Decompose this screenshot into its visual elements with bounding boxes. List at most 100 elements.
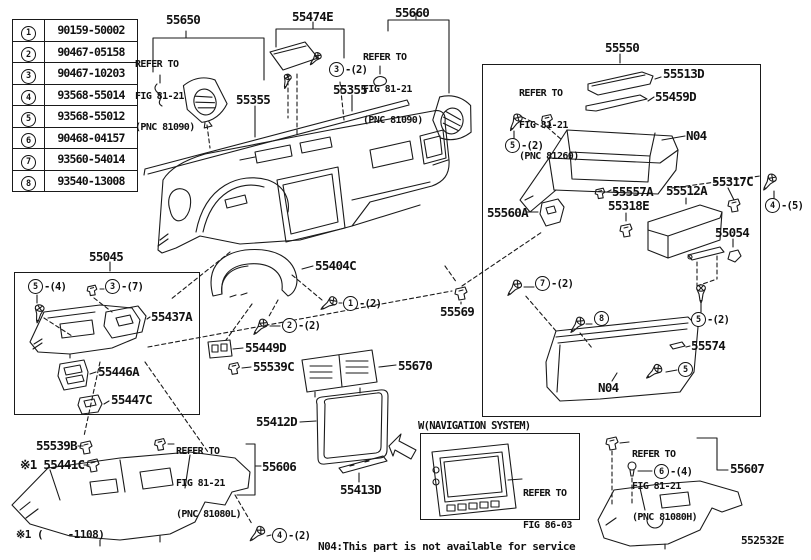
part-label-55318E: 55318E bbox=[608, 198, 650, 213]
refer-line: FIG 81-21 bbox=[176, 477, 225, 489]
part-label-55449D: 55449D bbox=[245, 340, 287, 355]
refer-line: (PNC 81090) bbox=[135, 122, 195, 133]
bezel-55447C bbox=[78, 395, 102, 414]
fastener-ref-badge: 1 bbox=[21, 25, 36, 41]
leader-lines bbox=[37, 13, 774, 536]
refer-line: FIG 86-03 bbox=[523, 519, 572, 531]
garnish-55437A bbox=[104, 306, 146, 338]
callout-3-top: 3-(2) bbox=[329, 62, 368, 77]
callout-3-knee: 3-(7) bbox=[105, 279, 144, 294]
callout-4-right: 4-(5) bbox=[765, 198, 804, 213]
callout-circle: 4 bbox=[765, 198, 780, 213]
fastener-part-number: 90159-50002 bbox=[44, 19, 138, 42]
refer-note-81260: REFER TO FIG 81-21 (PNC 81260) bbox=[519, 68, 579, 184]
clip-refer6 bbox=[605, 436, 619, 451]
callout-circle: 5 bbox=[505, 138, 520, 153]
section-box-navigation bbox=[420, 433, 580, 520]
part-label-55054: 55054 bbox=[715, 225, 750, 240]
callout-5-door: 5 bbox=[678, 362, 694, 377]
part-label-55539B: 55539B bbox=[36, 438, 78, 453]
diagram-code: 552532E bbox=[741, 534, 784, 547]
section-box-55045 bbox=[14, 272, 200, 415]
fastener-ref-badge: 2 bbox=[21, 47, 36, 62]
part-label-55606: 55606 bbox=[262, 459, 297, 474]
callout-5-box: 5-(2) bbox=[505, 138, 544, 153]
part-label-55045: 55045 bbox=[89, 249, 124, 264]
clip-under-refer1 bbox=[155, 84, 162, 106]
callout-1: 1-(2) bbox=[343, 296, 382, 311]
part-label-55447C: 55447C bbox=[111, 392, 153, 407]
part-label-55569: 55569 bbox=[440, 304, 475, 319]
part-label-55560A: 55560A bbox=[487, 205, 529, 220]
refer-note-86-03: REFER TO FIG 86-03 bbox=[523, 468, 572, 552]
part-label-55660: 55660 bbox=[395, 5, 430, 20]
callout-circle: 5 bbox=[691, 312, 706, 327]
side-register-55650 bbox=[181, 73, 232, 131]
retainer-pin-c6 bbox=[628, 462, 636, 476]
part-label-55413D: 55413D bbox=[340, 482, 382, 497]
glove-box-door-N04 bbox=[546, 317, 698, 401]
lock-striker-55560A bbox=[540, 199, 564, 226]
instrument-panel-body bbox=[158, 111, 449, 253]
cluster-hood-55404C bbox=[211, 250, 297, 297]
section-box-55550 bbox=[482, 64, 761, 417]
refer-line: FIG 81-21 bbox=[363, 83, 412, 95]
part-label-55513D: 55513D bbox=[663, 66, 705, 81]
part-label-55459D: 55459D bbox=[655, 89, 697, 104]
part-label-55670: 55670 bbox=[398, 358, 433, 373]
table-row: 1 90159-50002 bbox=[12, 19, 138, 42]
navigation-unit-drawing bbox=[432, 444, 516, 516]
refer-line: REFER TO bbox=[135, 59, 179, 70]
reinforcement-55513D bbox=[588, 72, 653, 95]
callout-qty: -(2) bbox=[288, 529, 311, 542]
part-label-55539C: 55539C bbox=[253, 359, 295, 374]
lower-panel-55606 bbox=[12, 452, 250, 546]
refer-note-81090-left: REFER TO FIG 81-21 (PNC 81090) bbox=[135, 39, 195, 155]
refer-line: REFER TO bbox=[176, 446, 220, 457]
fastener-part-number: 90467-05158 bbox=[44, 40, 138, 63]
fastener-ref-badge: 7 bbox=[21, 154, 36, 170]
clip-55569 bbox=[454, 286, 468, 301]
part-label-55574: 55574 bbox=[691, 338, 726, 353]
refer-line: (PNC 81080L) bbox=[176, 509, 242, 520]
refer-line: REFER TO bbox=[363, 52, 407, 63]
callout-qty: -(2) bbox=[345, 63, 368, 76]
callout-circle: 4 bbox=[272, 528, 287, 543]
fastener-part-number: 93568-55014 bbox=[44, 83, 138, 106]
lower-cover-55607 bbox=[598, 481, 742, 549]
callout-8: 8 bbox=[594, 311, 610, 326]
callout-circle: 5 bbox=[678, 362, 693, 377]
callout-circle: 3 bbox=[329, 62, 344, 77]
refer-line: FIG 81-21 bbox=[632, 480, 681, 492]
callout-6: 6-(4) bbox=[654, 464, 693, 479]
moulding-55413D bbox=[339, 456, 387, 473]
defroster-nozzle-55474E bbox=[270, 42, 323, 90]
bezel-55446A bbox=[58, 360, 88, 390]
switch-bezel-55449D bbox=[208, 340, 232, 358]
fastener-ref-badge: 4 bbox=[21, 90, 36, 105]
callout-2: 2-(2) bbox=[282, 318, 321, 333]
fastener-part-number: 93568-55012 bbox=[44, 105, 138, 128]
callout-qty: -(7) bbox=[121, 280, 144, 293]
fastener-ref-badge: 5 bbox=[21, 111, 36, 127]
table-row: 4 93568-55014 bbox=[12, 83, 138, 106]
part-label-55474E: 55474E bbox=[292, 9, 334, 24]
callout-7: 7-(2) bbox=[535, 276, 574, 291]
callout-qty: -(2) bbox=[359, 297, 382, 310]
damper-55054 bbox=[688, 247, 741, 262]
callout-qty: -(2) bbox=[521, 139, 544, 152]
fastener-part-number: 93540-13008 bbox=[44, 169, 138, 192]
refer-line: (PNC 81090) bbox=[363, 115, 423, 126]
part-label-55355-left: 55355 bbox=[236, 92, 271, 107]
refer-line: REFER TO bbox=[523, 488, 567, 499]
part-label-55441C: ※1 55441C bbox=[20, 457, 85, 472]
part-label-55317C: 55317C bbox=[712, 174, 754, 189]
refer-line: (PNC 81080H) bbox=[632, 512, 698, 523]
refer-line: REFER TO bbox=[519, 88, 563, 99]
clip-refer4 bbox=[154, 438, 166, 451]
